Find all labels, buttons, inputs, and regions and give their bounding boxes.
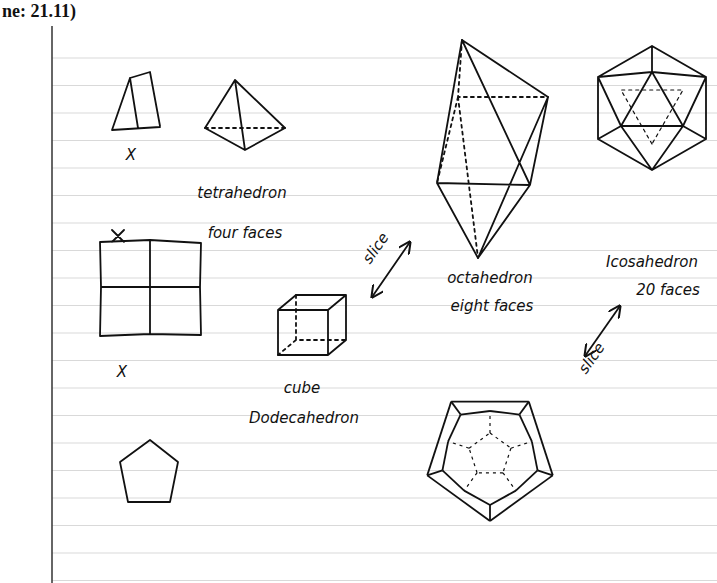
dodecahedron-edge <box>503 473 516 491</box>
dodecahedron-edge <box>538 470 553 475</box>
dodecahedron-edge <box>489 505 491 521</box>
face-count: 20 faces <box>636 282 700 299</box>
dodecahedron-edge <box>490 491 516 505</box>
solid-name: tetrahedron <box>197 185 286 202</box>
dodecahedron-edge <box>451 402 460 415</box>
hidden-edge <box>621 90 683 144</box>
dodecahedron-edge <box>464 473 477 491</box>
hidden-edge <box>278 295 346 355</box>
dodecahedron-edge <box>529 402 553 476</box>
dodecahedron-edge <box>464 491 490 505</box>
dodecahedron-edge <box>469 433 490 448</box>
margin-line <box>51 26 53 583</box>
face-count: eight faces <box>451 298 534 315</box>
dodecahedron-edge <box>490 433 511 448</box>
square-net <box>100 230 201 336</box>
reject-mark: X <box>126 147 136 164</box>
icosahedron-drawing <box>598 46 706 170</box>
dodecahedron-drawing <box>427 402 553 521</box>
slice-note: slice <box>360 229 393 266</box>
dodecahedron-edge <box>461 411 490 415</box>
dodecahedron-edge <box>451 401 529 403</box>
dodecahedron-edge <box>511 441 532 448</box>
hidden-edge <box>437 40 548 258</box>
dodecahedron-edge <box>519 415 531 442</box>
dodecahedron-edge <box>503 448 511 473</box>
dodecahedron-edge <box>489 411 490 433</box>
dodecahedron-edge <box>442 470 464 490</box>
dodecahedron-edge <box>427 475 490 521</box>
dodecahedron-edge <box>448 441 469 448</box>
header-text: ne: 21.11) <box>2 2 76 22</box>
paper-ruling <box>52 58 717 581</box>
dodecahedron-edge <box>448 415 460 442</box>
pentagon <box>120 440 178 502</box>
octahedron-drawing <box>437 40 548 258</box>
dodecahedron-edge <box>477 472 503 473</box>
hidden-edge <box>205 127 285 129</box>
dodecahedron-edge <box>490 475 553 521</box>
dodecahedron-edge <box>469 448 477 473</box>
dodecahedron-edge <box>442 441 448 470</box>
solid-name: Icosahedron <box>606 254 698 271</box>
face-count: four faces <box>208 225 283 242</box>
solid-name: octahedron <box>447 270 533 287</box>
solid-name: Dodecahedron <box>249 410 359 427</box>
tetrahedron-drawing <box>205 80 285 150</box>
dodecahedron-edge <box>519 402 528 415</box>
slice-note: slice <box>576 339 609 376</box>
dodecahedron-edge <box>532 441 538 470</box>
dodecahedron-edge <box>427 402 451 476</box>
dodecahedron-edge <box>516 470 538 490</box>
failed-shape <box>112 72 160 130</box>
dodecahedron-edge <box>490 411 519 415</box>
solid-name: cube <box>284 380 321 397</box>
cube-drawing <box>278 295 346 355</box>
reject-mark: X <box>117 364 127 381</box>
